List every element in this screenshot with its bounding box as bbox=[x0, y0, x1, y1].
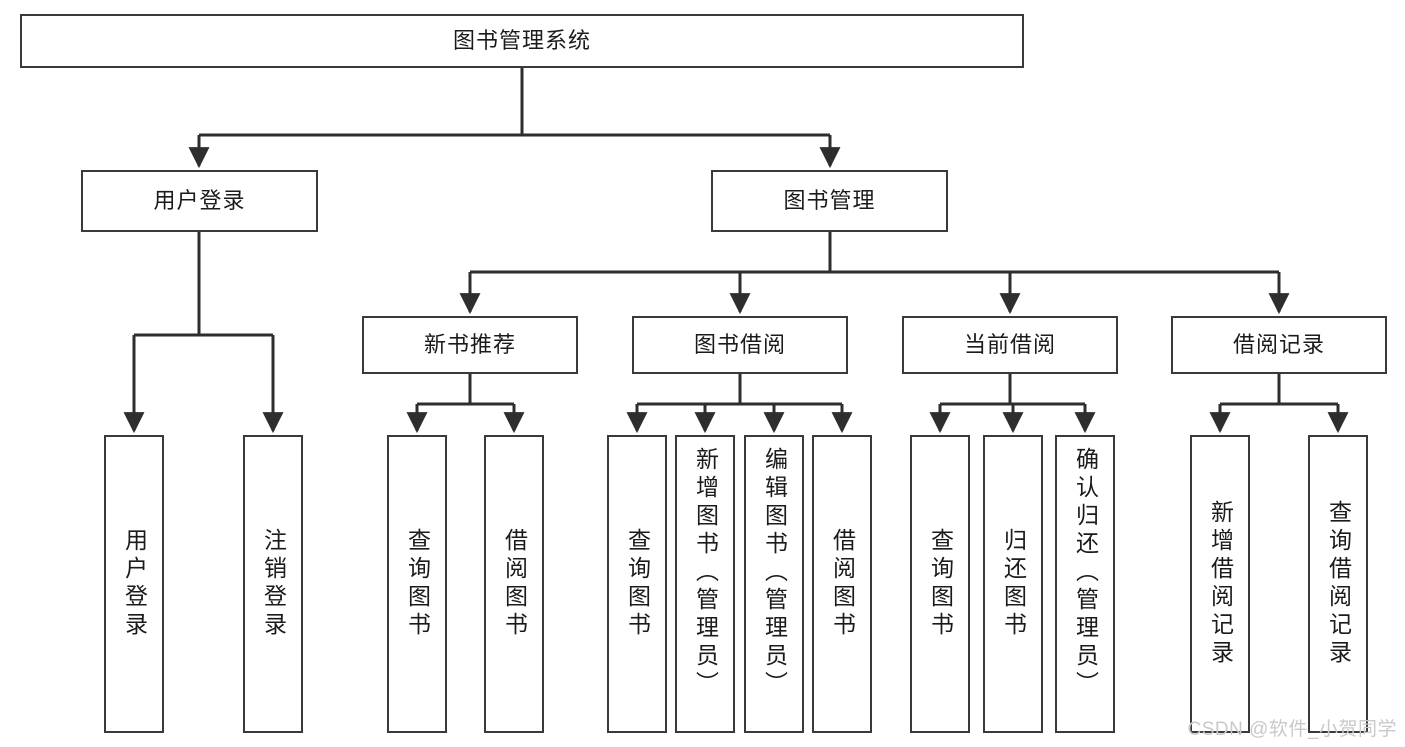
node-borrow-record-label: 借阅记录 bbox=[1232, 331, 1325, 357]
node-new-book-rec-label: 新书推荐 bbox=[423, 331, 516, 357]
leaf-cur-confirm-label: 确认归还（管理员） bbox=[1072, 447, 1099, 699]
leaf-rec-borrow[interactable]: 借阅图书 bbox=[484, 435, 544, 733]
leaf-borrow-add-label: 新增图书（管理员） bbox=[692, 447, 719, 699]
leaf-cur-return[interactable]: 归还图书 bbox=[983, 435, 1043, 733]
node-user-login-label: 用户登录 bbox=[153, 187, 246, 213]
leaf-borrow-add[interactable]: 新增图书（管理员） bbox=[675, 435, 735, 733]
leaf-user-logout[interactable]: 注销登录 bbox=[243, 435, 303, 733]
leaf-rec-query-label: 查询图书 bbox=[404, 528, 431, 640]
node-current-borrow[interactable]: 当前借阅 bbox=[902, 316, 1118, 374]
csdn-watermark: CSDN @软件_小贺同学 bbox=[1187, 719, 1397, 740]
leaf-borrow-lend[interactable]: 借阅图书 bbox=[812, 435, 872, 733]
leaf-borrow-query-label: 查询图书 bbox=[624, 528, 651, 640]
node-book-manage[interactable]: 图书管理 bbox=[711, 170, 948, 232]
leaf-cur-query[interactable]: 查询图书 bbox=[910, 435, 970, 733]
leaf-user-logout-label: 注销登录 bbox=[260, 528, 287, 640]
leaf-borrow-edit-label: 编辑图书（管理员） bbox=[761, 447, 788, 699]
node-current-borrow-label: 当前借阅 bbox=[963, 331, 1056, 357]
node-book-manage-label: 图书管理 bbox=[783, 187, 876, 213]
leaf-rec-add[interactable]: 新增借阅记录 bbox=[1190, 435, 1250, 733]
leaf-rec-borrow-label: 借阅图书 bbox=[501, 528, 528, 640]
leaf-cur-confirm[interactable]: 确认归还（管理员） bbox=[1055, 435, 1115, 733]
leaf-rec-add-label: 新增借阅记录 bbox=[1207, 500, 1234, 668]
leaf-cur-return-label: 归还图书 bbox=[1000, 528, 1027, 640]
leaf-rec-query[interactable]: 查询图书 bbox=[387, 435, 447, 733]
leaf-rec-query2-label: 查询借阅记录 bbox=[1325, 500, 1352, 668]
node-root[interactable]: 图书管理系统 bbox=[20, 14, 1024, 68]
leaf-user-login-label: 用户登录 bbox=[121, 528, 148, 640]
leaf-cur-query-label: 查询图书 bbox=[927, 528, 954, 640]
node-new-book-rec[interactable]: 新书推荐 bbox=[362, 316, 578, 374]
leaf-rec-query2[interactable]: 查询借阅记录 bbox=[1308, 435, 1368, 733]
node-root-label: 图书管理系统 bbox=[452, 27, 591, 53]
node-user-login[interactable]: 用户登录 bbox=[81, 170, 318, 232]
node-borrow-record[interactable]: 借阅记录 bbox=[1171, 316, 1387, 374]
node-book-borrow[interactable]: 图书借阅 bbox=[632, 316, 848, 374]
leaf-user-login[interactable]: 用户登录 bbox=[104, 435, 164, 733]
node-book-borrow-label: 图书借阅 bbox=[693, 331, 786, 357]
leaf-borrow-query[interactable]: 查询图书 bbox=[607, 435, 667, 733]
leaf-borrow-edit[interactable]: 编辑图书（管理员） bbox=[744, 435, 804, 733]
leaf-borrow-lend-label: 借阅图书 bbox=[829, 528, 856, 640]
